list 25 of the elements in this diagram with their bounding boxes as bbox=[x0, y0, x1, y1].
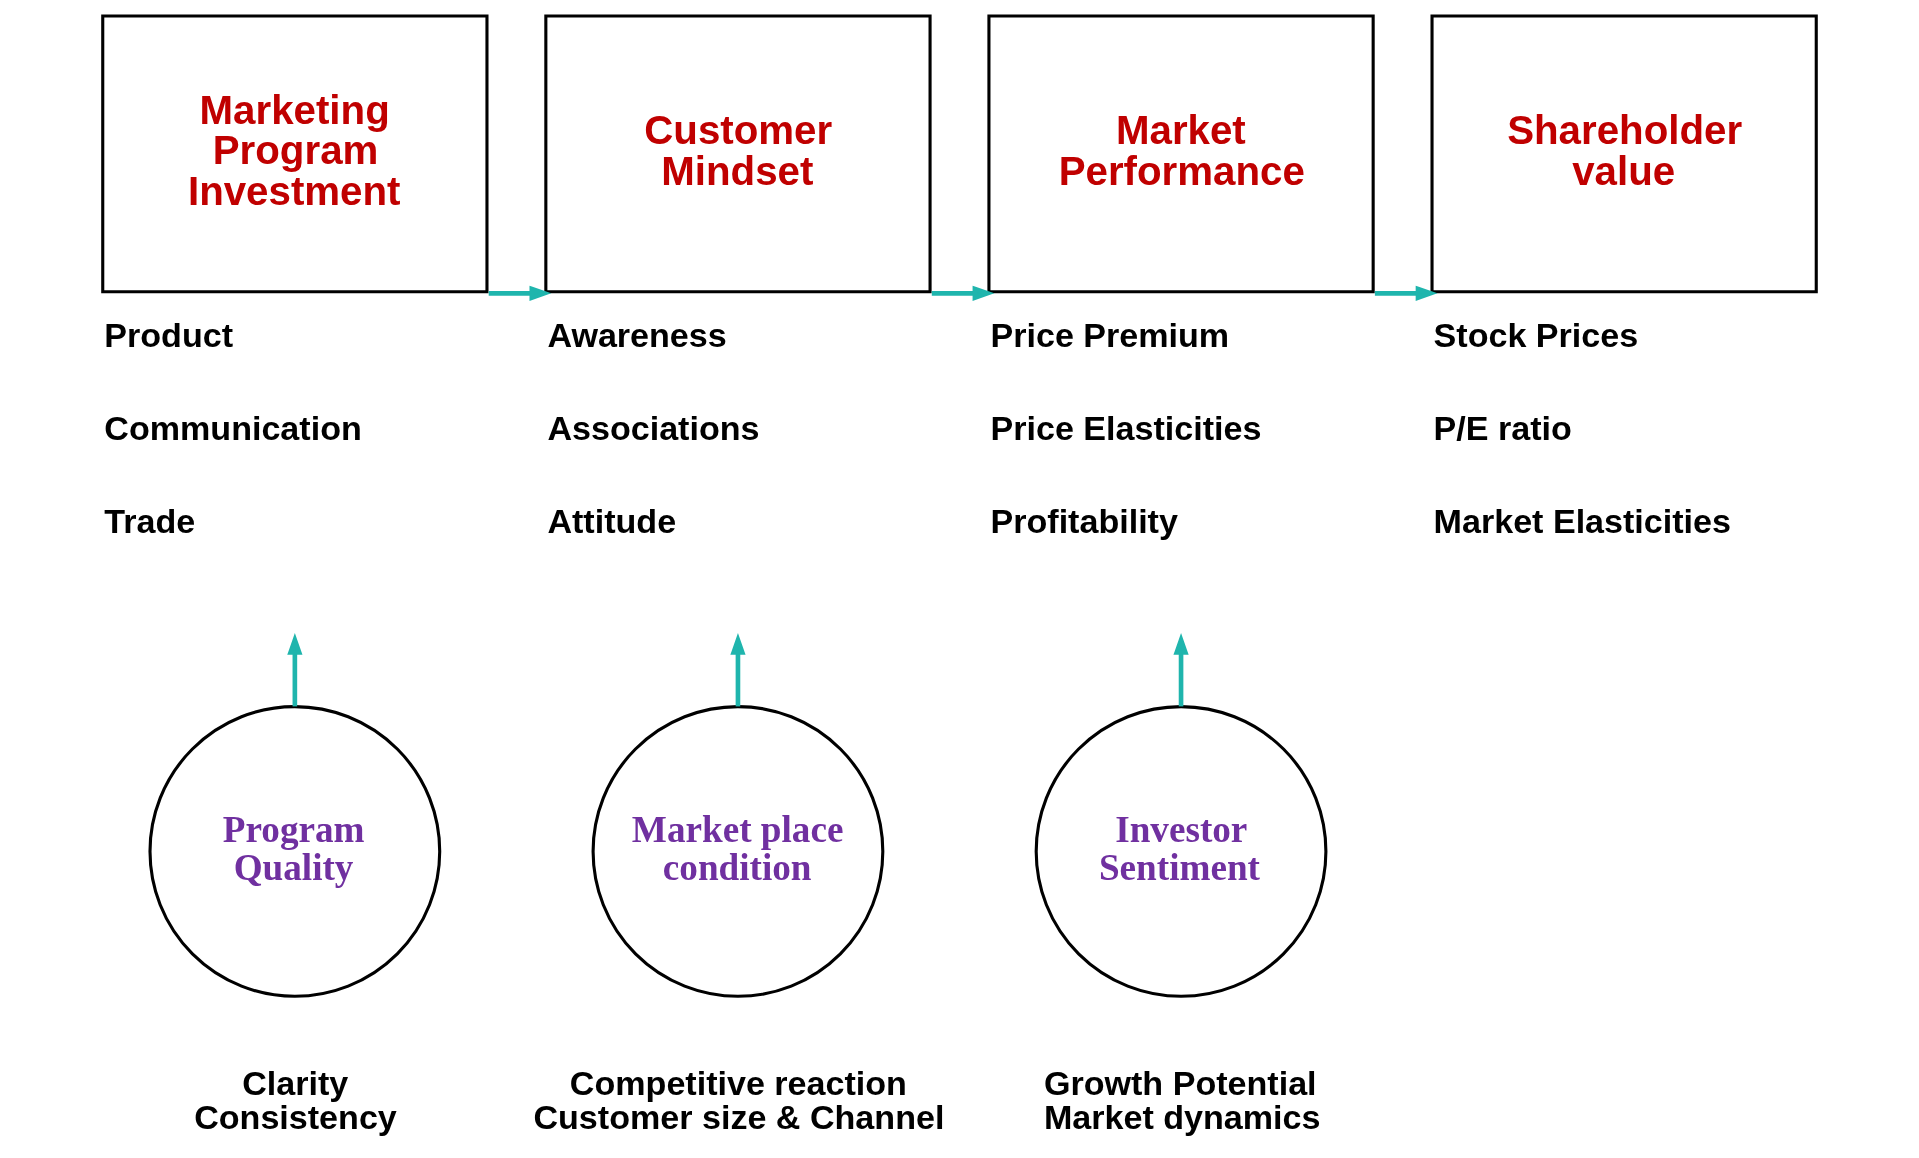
node-label: Price Elasticities bbox=[990, 408, 1262, 447]
node-label: Profitability bbox=[990, 501, 1178, 540]
arrow bbox=[1374, 285, 1438, 301]
arrow bbox=[931, 285, 995, 301]
node-label: Market Elasticities bbox=[1433, 501, 1731, 540]
node-circle: Investor Sentiment bbox=[1034, 705, 1328, 998]
node-box: Market Performance bbox=[987, 14, 1375, 294]
node-label: Associations bbox=[547, 408, 760, 447]
node-label: Attitude bbox=[547, 501, 677, 540]
node-circle: Program Quality bbox=[148, 705, 442, 998]
node-circle: Market place condition bbox=[591, 705, 885, 998]
node-box: Shareholder value bbox=[1430, 14, 1818, 294]
arrow bbox=[287, 633, 303, 707]
node-label: Stock Prices bbox=[1433, 315, 1639, 354]
node-box: Customer Mindset bbox=[544, 14, 932, 294]
node-label: Communication bbox=[104, 408, 362, 447]
arrow bbox=[730, 633, 746, 707]
arrow bbox=[488, 285, 552, 301]
node-label: Price Premium bbox=[990, 315, 1230, 354]
node-label: P/E ratio bbox=[1433, 408, 1572, 447]
node-label: Awareness bbox=[547, 315, 727, 354]
node-box: Marketing Program Investment bbox=[101, 14, 489, 294]
arrow bbox=[1173, 633, 1189, 707]
node-label: Product bbox=[104, 315, 234, 354]
node-label: Trade bbox=[104, 501, 196, 540]
